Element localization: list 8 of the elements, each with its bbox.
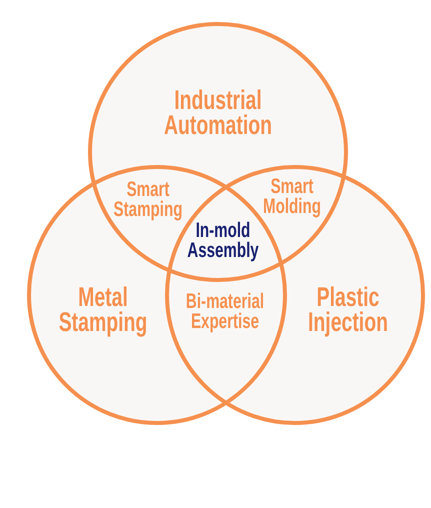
circle-label: Metal Stamping xyxy=(58,285,148,335)
venn-circle xyxy=(88,22,348,282)
overlap-label: In-mold Assembly xyxy=(186,221,260,261)
circle-label: Plastic Injection xyxy=(307,285,389,335)
overlap-label: Smart Stamping xyxy=(112,180,184,220)
overlap-label: Smart Molding xyxy=(262,177,322,217)
circle-label: Industrial Automation xyxy=(163,88,273,138)
overlap-label: Bi-material Expertise xyxy=(184,292,266,332)
